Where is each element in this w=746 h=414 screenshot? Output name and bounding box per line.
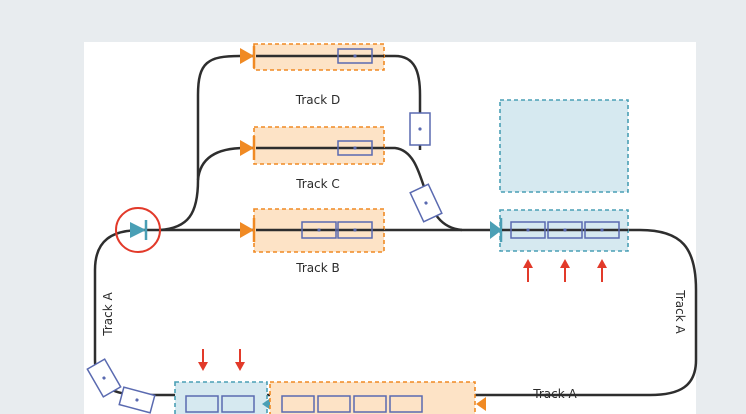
track-a-loop (93, 228, 698, 397)
bottom-orange-zone[interactable] (269, 381, 486, 414)
switch-circle-icon[interactable] (115, 207, 161, 253)
railcar[interactable] (510, 221, 546, 239)
railcar[interactable] (337, 221, 373, 239)
up-arrow-icon (523, 259, 533, 282)
track-d-zone[interactable] (240, 43, 385, 71)
railcar[interactable] (584, 221, 620, 239)
tilted-car-icon[interactable] (86, 358, 122, 398)
up-arrow-icon (560, 259, 570, 282)
track-c-label: Track C (295, 177, 340, 191)
bottom-teal-zone[interactable] (174, 381, 272, 414)
railcar[interactable] (547, 221, 583, 239)
up-arrow-icon (597, 259, 607, 282)
railcar[interactable] (221, 395, 255, 413)
railcar[interactable] (301, 221, 337, 239)
track-b-zone[interactable] (240, 208, 385, 253)
railcar[interactable] (185, 395, 219, 413)
right-teal-zone[interactable] (490, 209, 629, 252)
railcar[interactable] (281, 395, 315, 413)
empty-teal-zone[interactable] (499, 99, 629, 193)
track-d-line (159, 54, 422, 232)
railcar[interactable] (337, 48, 373, 64)
track-b-label: Track B (295, 261, 339, 275)
down-arrow-icon (198, 349, 208, 371)
track-a-bottom-label: Track A (532, 387, 577, 401)
railcar[interactable] (389, 395, 423, 413)
tilted-car-icon[interactable] (409, 183, 443, 223)
railcar[interactable] (409, 112, 431, 146)
track-a-left-label: Track A (101, 292, 115, 337)
railcar[interactable] (317, 395, 351, 413)
track-d-label: Track D (295, 93, 340, 107)
track-a-right-label: Track A (673, 289, 687, 334)
track-c-zone[interactable] (240, 126, 385, 165)
down-arrow-icon (235, 349, 245, 371)
railcar[interactable] (353, 395, 387, 413)
railcar[interactable] (337, 140, 373, 156)
tilted-car-icon[interactable] (118, 386, 156, 414)
